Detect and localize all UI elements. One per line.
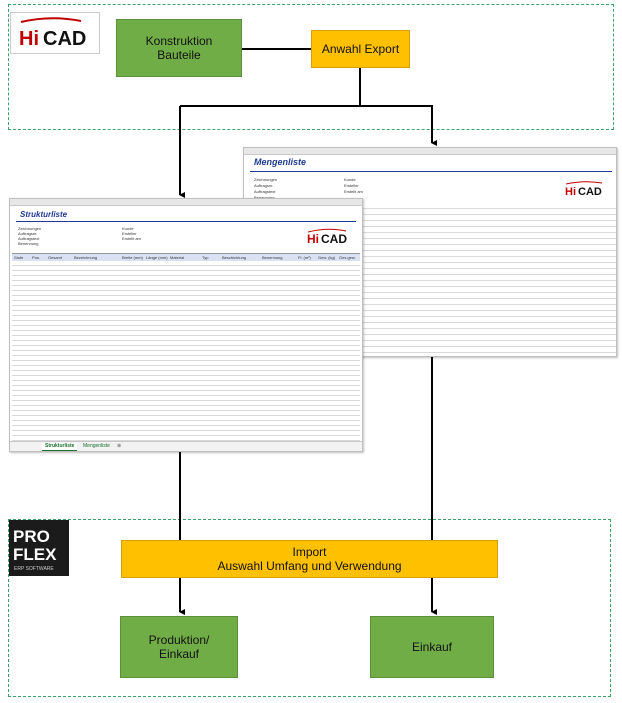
tab-strukturliste[interactable]: Strukturliste (42, 443, 78, 451)
add-sheet-icon[interactable]: ⊕ (117, 443, 122, 449)
header-typ: Typ (202, 255, 209, 260)
header-laenge: Länge (mm) (146, 255, 168, 260)
mengenliste-grid (354, 203, 616, 356)
header-gesamt: Gesamt (48, 255, 63, 260)
produktion-node: Produktion/ Einkauf (120, 616, 238, 678)
anwahl-export-label: Anwahl Export (321, 42, 400, 56)
mengenliste-mini-logo: Hi CAD (565, 181, 603, 198)
header-stufe: Stufe (14, 255, 24, 260)
proflex-region (8, 519, 611, 697)
mengenliste-value-2: Ersteller (344, 183, 359, 188)
mengenliste-field-3: Auftragstext (254, 189, 276, 194)
export-to-mengenliste (360, 105, 437, 146)
svg-text:CAD: CAD (578, 186, 602, 198)
strukturliste-field-2: Auftragsnr. (18, 231, 38, 236)
strukturliste-sheet: Strukturliste Zeichnungen Auftragsnr. Au… (9, 198, 363, 452)
mengenliste-field-2: Auftragsnr. (254, 183, 274, 188)
produktion-label: Produktion/ Einkauf (148, 633, 210, 661)
mengenliste-value-1: Kunde (344, 177, 356, 182)
strukturliste-field-3: Auftragstext (18, 236, 40, 241)
strukturliste-value-1: Kunde (122, 226, 134, 231)
strukturliste-title: Strukturliste (20, 210, 68, 219)
strukturliste-value-3: Erstellt am (122, 236, 141, 241)
strukturliste-field-1: Zeichnungen (18, 226, 42, 231)
header-gesgew: Ges.gew. (339, 255, 356, 260)
header-pos: Pos. (32, 255, 41, 260)
import-label: Import Auswahl Umfang und Verwendung (217, 545, 402, 573)
header-flaeche: Fl. (m²) (298, 255, 311, 260)
header-gewicht: Gew. (kg) (318, 255, 336, 260)
proflex-logo-tagline: ERP SOFTWARE (14, 566, 54, 572)
strukturliste-grid (12, 261, 360, 441)
svg-text:Hi: Hi (565, 186, 576, 198)
mengenliste-column-header (244, 148, 616, 155)
einkauf-node: Einkauf (370, 616, 494, 678)
import-node: Import Auswahl Umfang und Verwendung (121, 540, 498, 578)
header-benennung: Benennung (262, 255, 283, 260)
export-split (180, 68, 361, 107)
hicad-logo: Hi CAD (10, 12, 100, 54)
strukturliste-column-header (10, 199, 362, 206)
tab-mengenliste[interactable]: Mengenliste (83, 443, 110, 449)
mengenliste-title: Mengenliste (254, 157, 307, 167)
einkauf-label: Einkauf (411, 640, 453, 654)
header-material: Material (170, 255, 185, 260)
header-bezeichnung: Bezeichnung (74, 255, 98, 260)
hicad-logo-cad: CAD (43, 28, 86, 50)
mengenliste-value-3: Erstellt am (344, 189, 363, 194)
hicad-logo-hi: Hi (19, 28, 39, 50)
hicad-region (8, 4, 614, 130)
svg-text:CAD: CAD (321, 232, 347, 246)
strukturliste-tabbar: Strukturliste Mengenliste ⊕ (10, 441, 362, 451)
strukturliste-value-2: Ersteller (122, 231, 137, 236)
konstruktion-node: Konstruktion Bauteile (116, 19, 242, 77)
header-breite: Breite (mm) (122, 255, 143, 260)
proflex-logo: PRO FLEX ERP SOFTWARE (9, 520, 69, 576)
svg-text:Hi: Hi (307, 232, 319, 246)
anwahl-export-node: Anwahl Export (311, 30, 410, 68)
proflex-logo-flex: FLEX (13, 545, 57, 564)
mengenliste-field-4: Benennung (254, 195, 274, 200)
proflex-logo-pro: PRO (13, 527, 50, 546)
strukturliste-mini-logo: Hi CAD (307, 228, 347, 246)
header-beschichtung: Beschichtung (222, 255, 247, 260)
mengenliste-field-1: Zeichnungen (254, 177, 278, 182)
strukturliste-field-4: Benennung (18, 241, 39, 246)
strukturliste-title-rule (16, 221, 356, 222)
mengenliste-title-rule (250, 171, 612, 172)
konstruktion-label: Konstruktion Bauteile (145, 34, 213, 62)
